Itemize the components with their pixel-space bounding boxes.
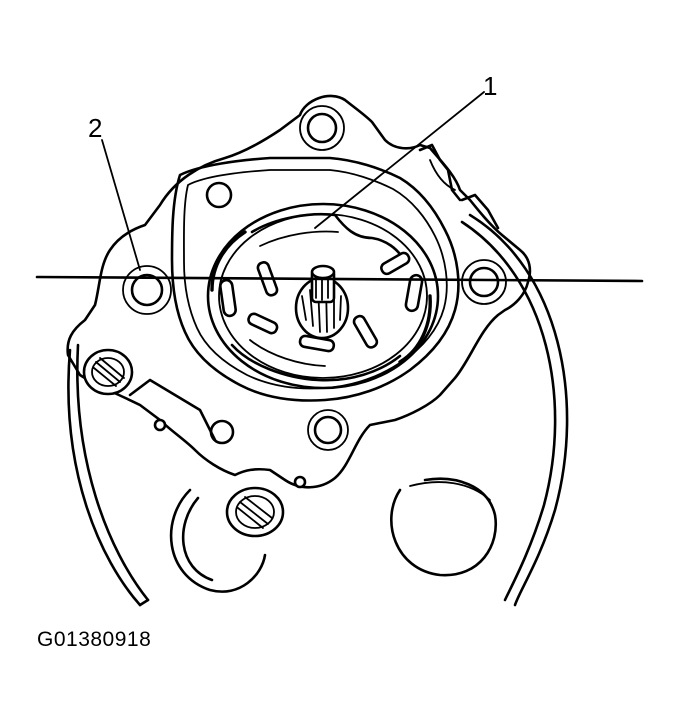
leader-line-1 xyxy=(314,91,485,229)
housing-openings xyxy=(169,477,498,593)
bolt-holes xyxy=(122,105,507,451)
figure-code: G01380918 xyxy=(37,628,152,651)
callout-1: 1 xyxy=(483,71,497,101)
leader-line-2 xyxy=(101,139,141,271)
rotor-vanes xyxy=(219,251,424,353)
flange-tabs xyxy=(418,143,500,230)
reference-line xyxy=(35,275,644,283)
rotor-chamber xyxy=(206,202,440,390)
callout-2: 2 xyxy=(88,113,102,143)
housing-outline xyxy=(67,213,569,607)
side-ports xyxy=(82,348,307,538)
drive-gear xyxy=(294,264,350,340)
